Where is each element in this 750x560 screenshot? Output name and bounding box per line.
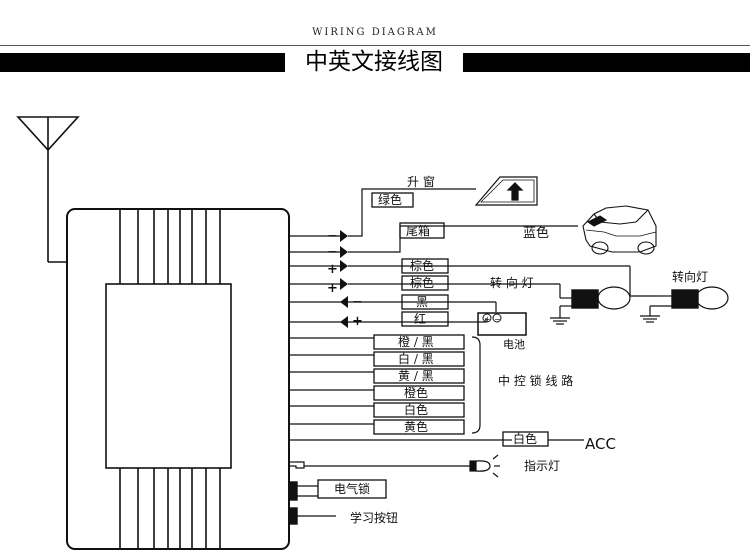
label-brown-1: 棕色 [410,258,434,273]
antenna-icon [16,116,80,263]
sign-plus-2: + [327,281,338,296]
label-acc: ACC [585,435,616,453]
label-green: 绿色 [378,192,402,207]
car-icon [582,205,657,255]
unit-pins [289,235,503,441]
indicator-light-icon [469,454,500,478]
diagram-subtitle: WIRING DIAGRAM [312,27,438,38]
label-window: 升 窗 [407,175,435,189]
window-icon [474,176,538,206]
electric-lock-connector [288,481,318,501]
central-lock-brace [471,336,481,434]
label-turn-light: 转 向 灯 [490,275,534,290]
label-white-acc: 白色 [513,431,537,446]
wire-orange: 橙色 [404,385,428,400]
battery-icon: + − [477,312,527,336]
label-black: 黑 [416,295,428,309]
central-lock-label: 中 控 锁 线 路 [498,373,573,388]
learn-button-connector [288,507,336,525]
turn-lamp-left [559,286,631,318]
wire-yellow-black: 黄 / 黑 [398,369,434,383]
bottom-wires [289,439,584,469]
ground-symbol-1 [550,317,570,325]
label-red: 红 [414,311,426,326]
sign-plus-1: + [327,262,338,277]
label-battery: 电池 [503,338,525,351]
label-learn-button: 学习按钮 [350,510,398,525]
unit-lines-bottom [119,468,221,549]
wire-orange-black: 橙 / 黑 [398,334,434,349]
sign-minus-2: − [327,245,338,260]
wire-yellow: 黄色 [404,420,428,434]
title-bar-right [463,53,750,72]
connector-arrows [340,230,348,328]
header-divider [0,45,750,46]
unit-lines-top [119,209,221,284]
wire-white: 白色 [404,402,428,417]
sign-minus-1: − [327,229,338,244]
ground-symbol-2 [640,315,660,323]
label-blue: 蓝色 [523,225,549,241]
diagram-title: 中英文接线图 [305,49,443,75]
top-wires [340,188,660,323]
label-turn-light-right: 转向灯 [672,269,708,284]
turn-lamp-right [649,286,729,316]
label-brown-2: 棕色 [410,275,434,290]
svg-text:−: − [494,315,501,324]
label-electric-lock: 电气锁 [334,481,370,496]
label-indicator: 指示灯 [524,458,560,473]
control-unit [66,208,503,550]
label-boxes [317,192,549,499]
title-bar-left [0,53,285,72]
svg-text:+: + [484,315,491,324]
wire-white-black: 白 / 黑 [398,351,434,366]
label-trunk: 尾箱 [406,223,430,238]
